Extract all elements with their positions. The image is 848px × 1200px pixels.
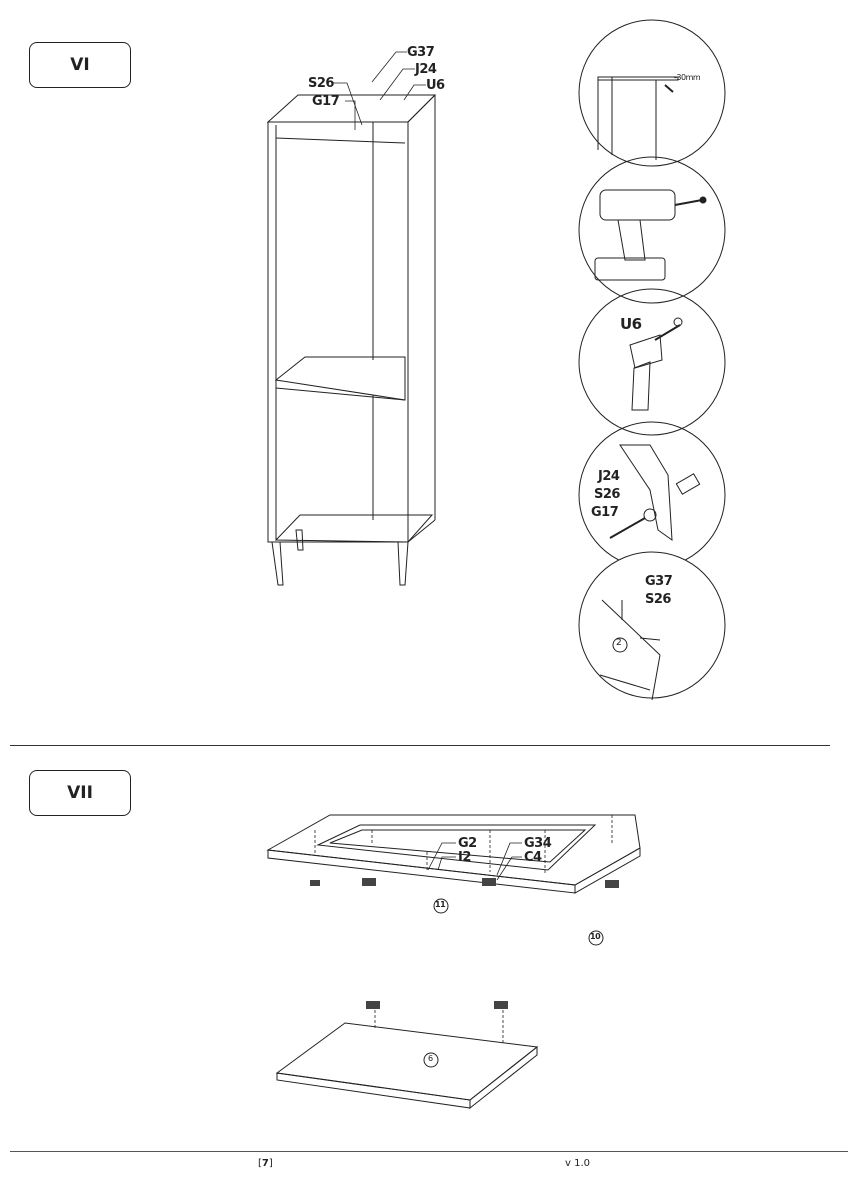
label-s26: S26 [308,76,334,91]
label-g37: G37 [407,45,435,60]
label-u6: U6 [426,78,445,93]
label-i2: I2 [458,850,471,865]
label-g34: G34 [524,836,552,851]
section-divider [10,745,830,746]
label-g2: G2 [458,836,477,851]
part-number-2: 2 [616,638,622,648]
step-badge-vi: VI [29,42,131,88]
part-number-6: 6 [428,1054,433,1063]
wall-label-g37: G37 [645,574,673,589]
hinge-icon [609,444,701,542]
cabinet-illustration [266,94,437,586]
frame-illustration [266,814,641,894]
hinge-label-j24: J24 [598,469,620,484]
version-label: v 1.0 [565,1158,590,1169]
hinge-label-s26: S26 [594,487,620,502]
hammer-icon [629,317,683,411]
drill-icon [594,189,707,281]
footer-divider [10,1151,848,1152]
page-number: [7] [258,1158,273,1169]
wall-label-s26: S26 [645,592,671,607]
part-number-10: 10 [590,932,601,941]
hinge-label-g17: G17 [591,505,619,520]
label-c4: C4 [524,850,542,865]
label-j24: J24 [415,62,437,77]
panel-illustration [275,1022,539,1110]
part-number-11: 11 [435,900,446,909]
hammer-label: U6 [620,315,642,333]
step-badge-vii: VII [29,770,131,816]
label-g17: G17 [312,94,340,109]
gap-measurement: -30mm [674,73,701,82]
